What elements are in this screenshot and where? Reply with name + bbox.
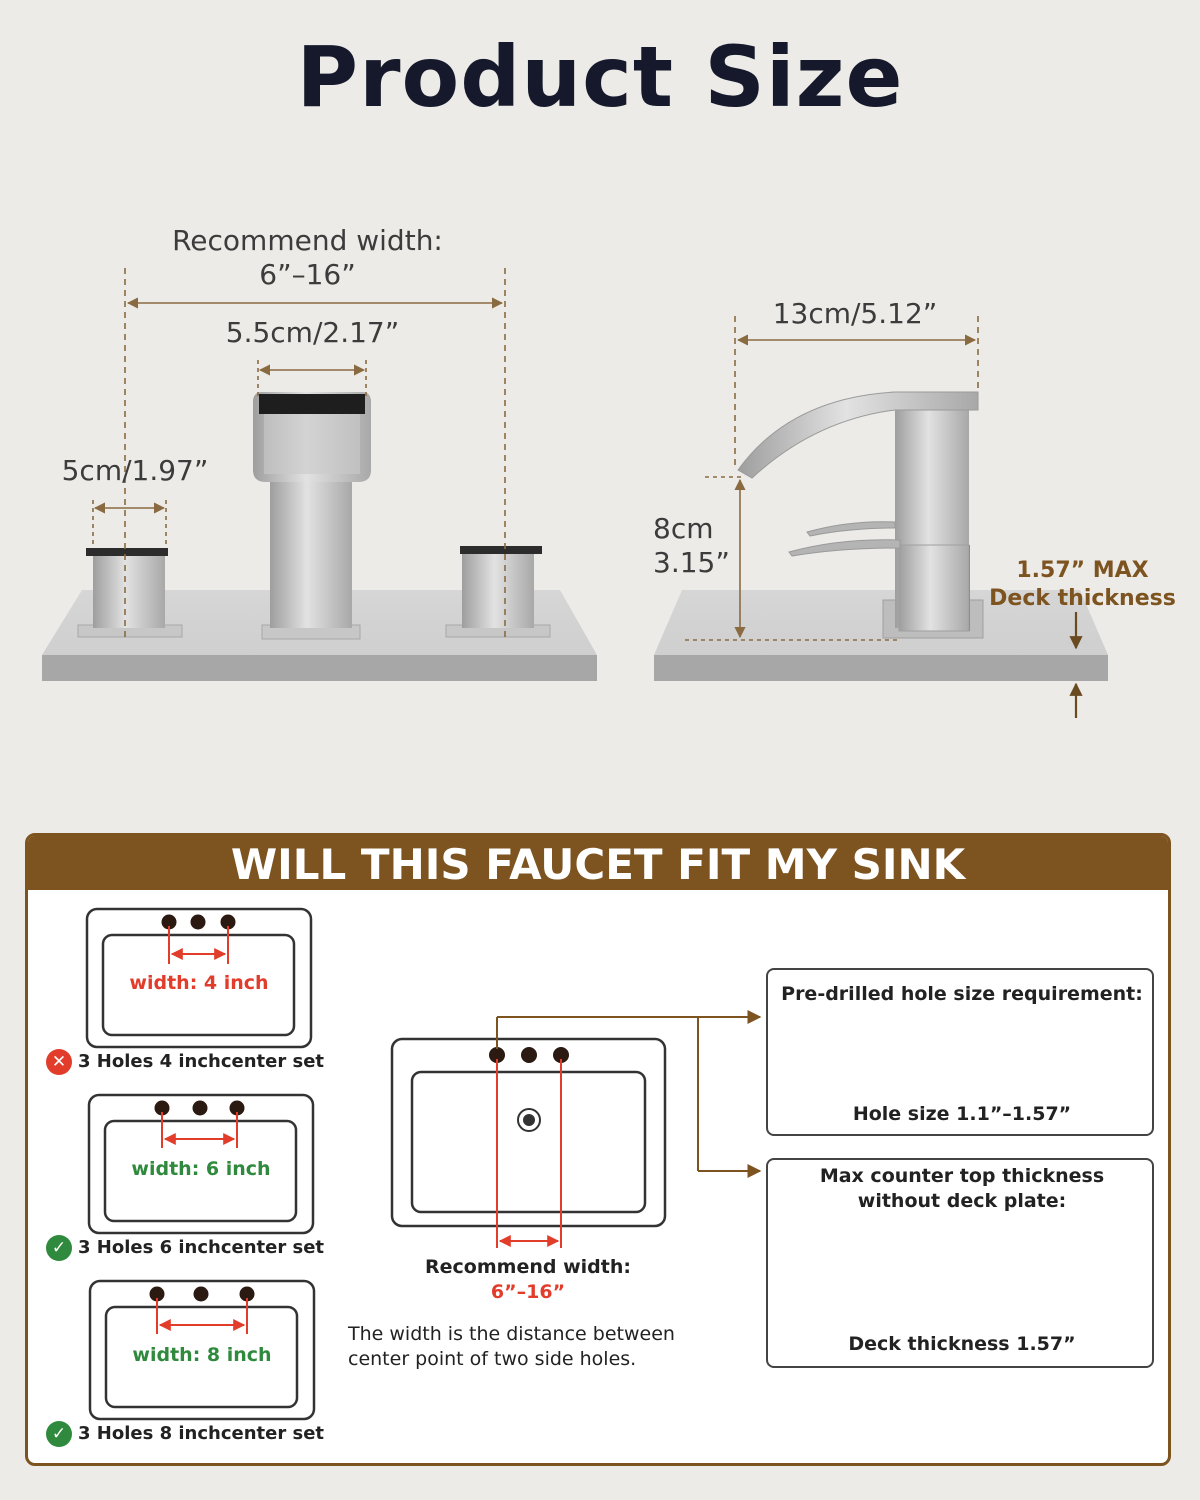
sink-6-inch-diagram [87,1093,315,1235]
width-description: The width is the distance between center… [348,1323,675,1370]
thickness-note: Deck thickness 1.57” [848,1333,1076,1355]
hole-size-note: Hole size 1.1”–1.57” [852,1103,1072,1125]
deck-max-label: 1.57” MAX [1016,558,1149,583]
handle-width-label: 5cm/1.97” [61,454,209,487]
spout-reach-label: 13cm/5.12” [772,297,938,330]
hole-size-box: Pre-drilled hole size requirement: Hole … [766,968,1154,1136]
sink-4-caption-text: 3 Holes 4 inchcenter set [78,1051,325,1072]
spout-width-label: 5.5cm/2.17” [225,316,400,349]
page-title: Product Size [296,28,904,126]
center-recommend-label: Recommend width: [425,1256,631,1278]
sink-6-width-label: width: 6 inch [131,1158,271,1180]
sink-8-inch-diagram [88,1279,316,1421]
thickness-title-line2: without deck plate: [857,1190,1067,1212]
center-recommend-range: 6”–16” [490,1281,566,1303]
spout-front [253,392,371,640]
hole-size-title: Pre-drilled hole size requirement: [781,983,1143,1005]
front-recommend-width-label: Recommend width: [172,224,443,257]
spout-side [737,391,984,639]
side-dimension-lines [685,316,979,641]
side-countertop [654,590,1108,681]
spout-height-cm: 8cm [653,512,714,545]
deck-thickness-label: Deck thickness [989,586,1176,611]
thickness-title-line1: Max counter top thickness [819,1165,1105,1187]
left-handle [77,548,183,638]
sink-4-inch-diagram [85,907,313,1049]
sink-4-caption: ✕ 3 Holes 4 inchcenter set [46,1049,324,1075]
fit-header: WILL THIS FAUCET FIT MY SINK [28,836,1168,890]
front-dimension-lines [92,268,506,640]
sink-8-width-label: width: 8 inch [132,1344,272,1366]
sink-6-caption: ✓ 3 Holes 6 inchcenter set [46,1235,324,1261]
sink-8-caption-text: 3 Holes 8 inchcenter set [78,1423,325,1444]
front-recommend-width-range: 6”–16” [259,258,356,291]
right-handle [445,546,551,638]
sink-4-width-label: width: 4 inch [129,972,269,994]
fit-panel: WILL THIS FAUCET FIT MY SINK [25,833,1171,1466]
sink-6-caption-text: 3 Holes 6 inchcenter set [78,1237,325,1258]
faucet-diagrams [42,268,1108,718]
sink-8-caption: ✓ 3 Holes 8 inchcenter set [46,1421,324,1447]
check-icon: ✓ [46,1235,72,1261]
check-icon: ✓ [46,1421,72,1447]
thickness-box: Max counter top thickness without deck p… [766,1158,1154,1368]
spout-height-in: 3.15” [653,546,730,579]
center-sink-diagram [390,1010,762,1248]
fail-icon: ✕ [46,1049,72,1075]
